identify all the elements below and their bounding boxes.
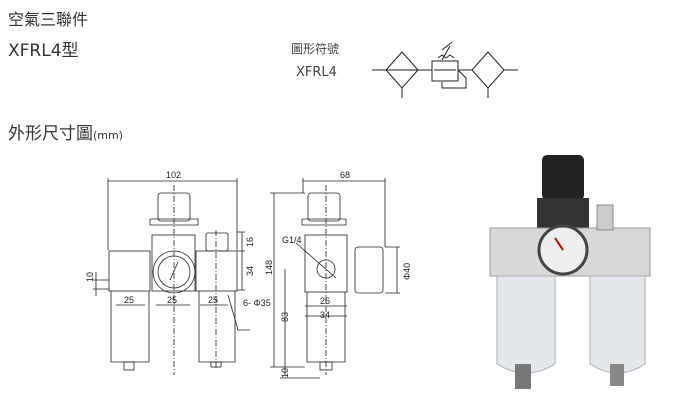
symbol-label: 圖形符號 xyxy=(291,42,340,56)
category-title: 空氣三聯件 xyxy=(8,10,89,29)
dim-10-side: 10 xyxy=(280,368,290,378)
pitch-3: 25 xyxy=(208,295,218,305)
model-title: XFRL4型 xyxy=(8,41,79,61)
dim-side-width: 68 xyxy=(340,170,350,180)
dimensions-title-text: 外形尺寸圖 xyxy=(8,124,93,144)
dimensions-title: 外形尺寸圖(mm) xyxy=(8,119,123,144)
front-view: 102 16 34 10 25 25 25 6- Φ35 xyxy=(85,170,271,375)
port-size: G1/4 xyxy=(282,235,302,245)
dim-34: 34 xyxy=(245,266,255,276)
pneumatic-symbol xyxy=(372,41,518,98)
technical-drawing: 102 16 34 10 25 25 25 6- Φ35 68 148 G1/4… xyxy=(85,170,412,379)
pitch-2: 25 xyxy=(167,295,177,305)
dim-16: 16 xyxy=(245,237,255,247)
symbol-model: XFRL4 xyxy=(296,65,337,80)
pitch-1: 25 xyxy=(124,295,134,305)
mounting-holes: 6- Φ35 xyxy=(243,298,271,308)
dim-83: 83 xyxy=(280,312,290,322)
dim-148: 148 xyxy=(264,260,274,275)
unit-label: (mm) xyxy=(93,129,124,142)
dim-10: 10 xyxy=(85,272,95,282)
side-view: 68 148 G1/4 Φ40 26 34 83 10 xyxy=(264,170,412,379)
dim-front-width: 102 xyxy=(166,170,181,180)
gauge-diameter: Φ40 xyxy=(402,263,412,280)
product-photo xyxy=(489,155,651,389)
dim-34-side: 34 xyxy=(320,310,330,320)
dim-26: 26 xyxy=(320,296,330,306)
